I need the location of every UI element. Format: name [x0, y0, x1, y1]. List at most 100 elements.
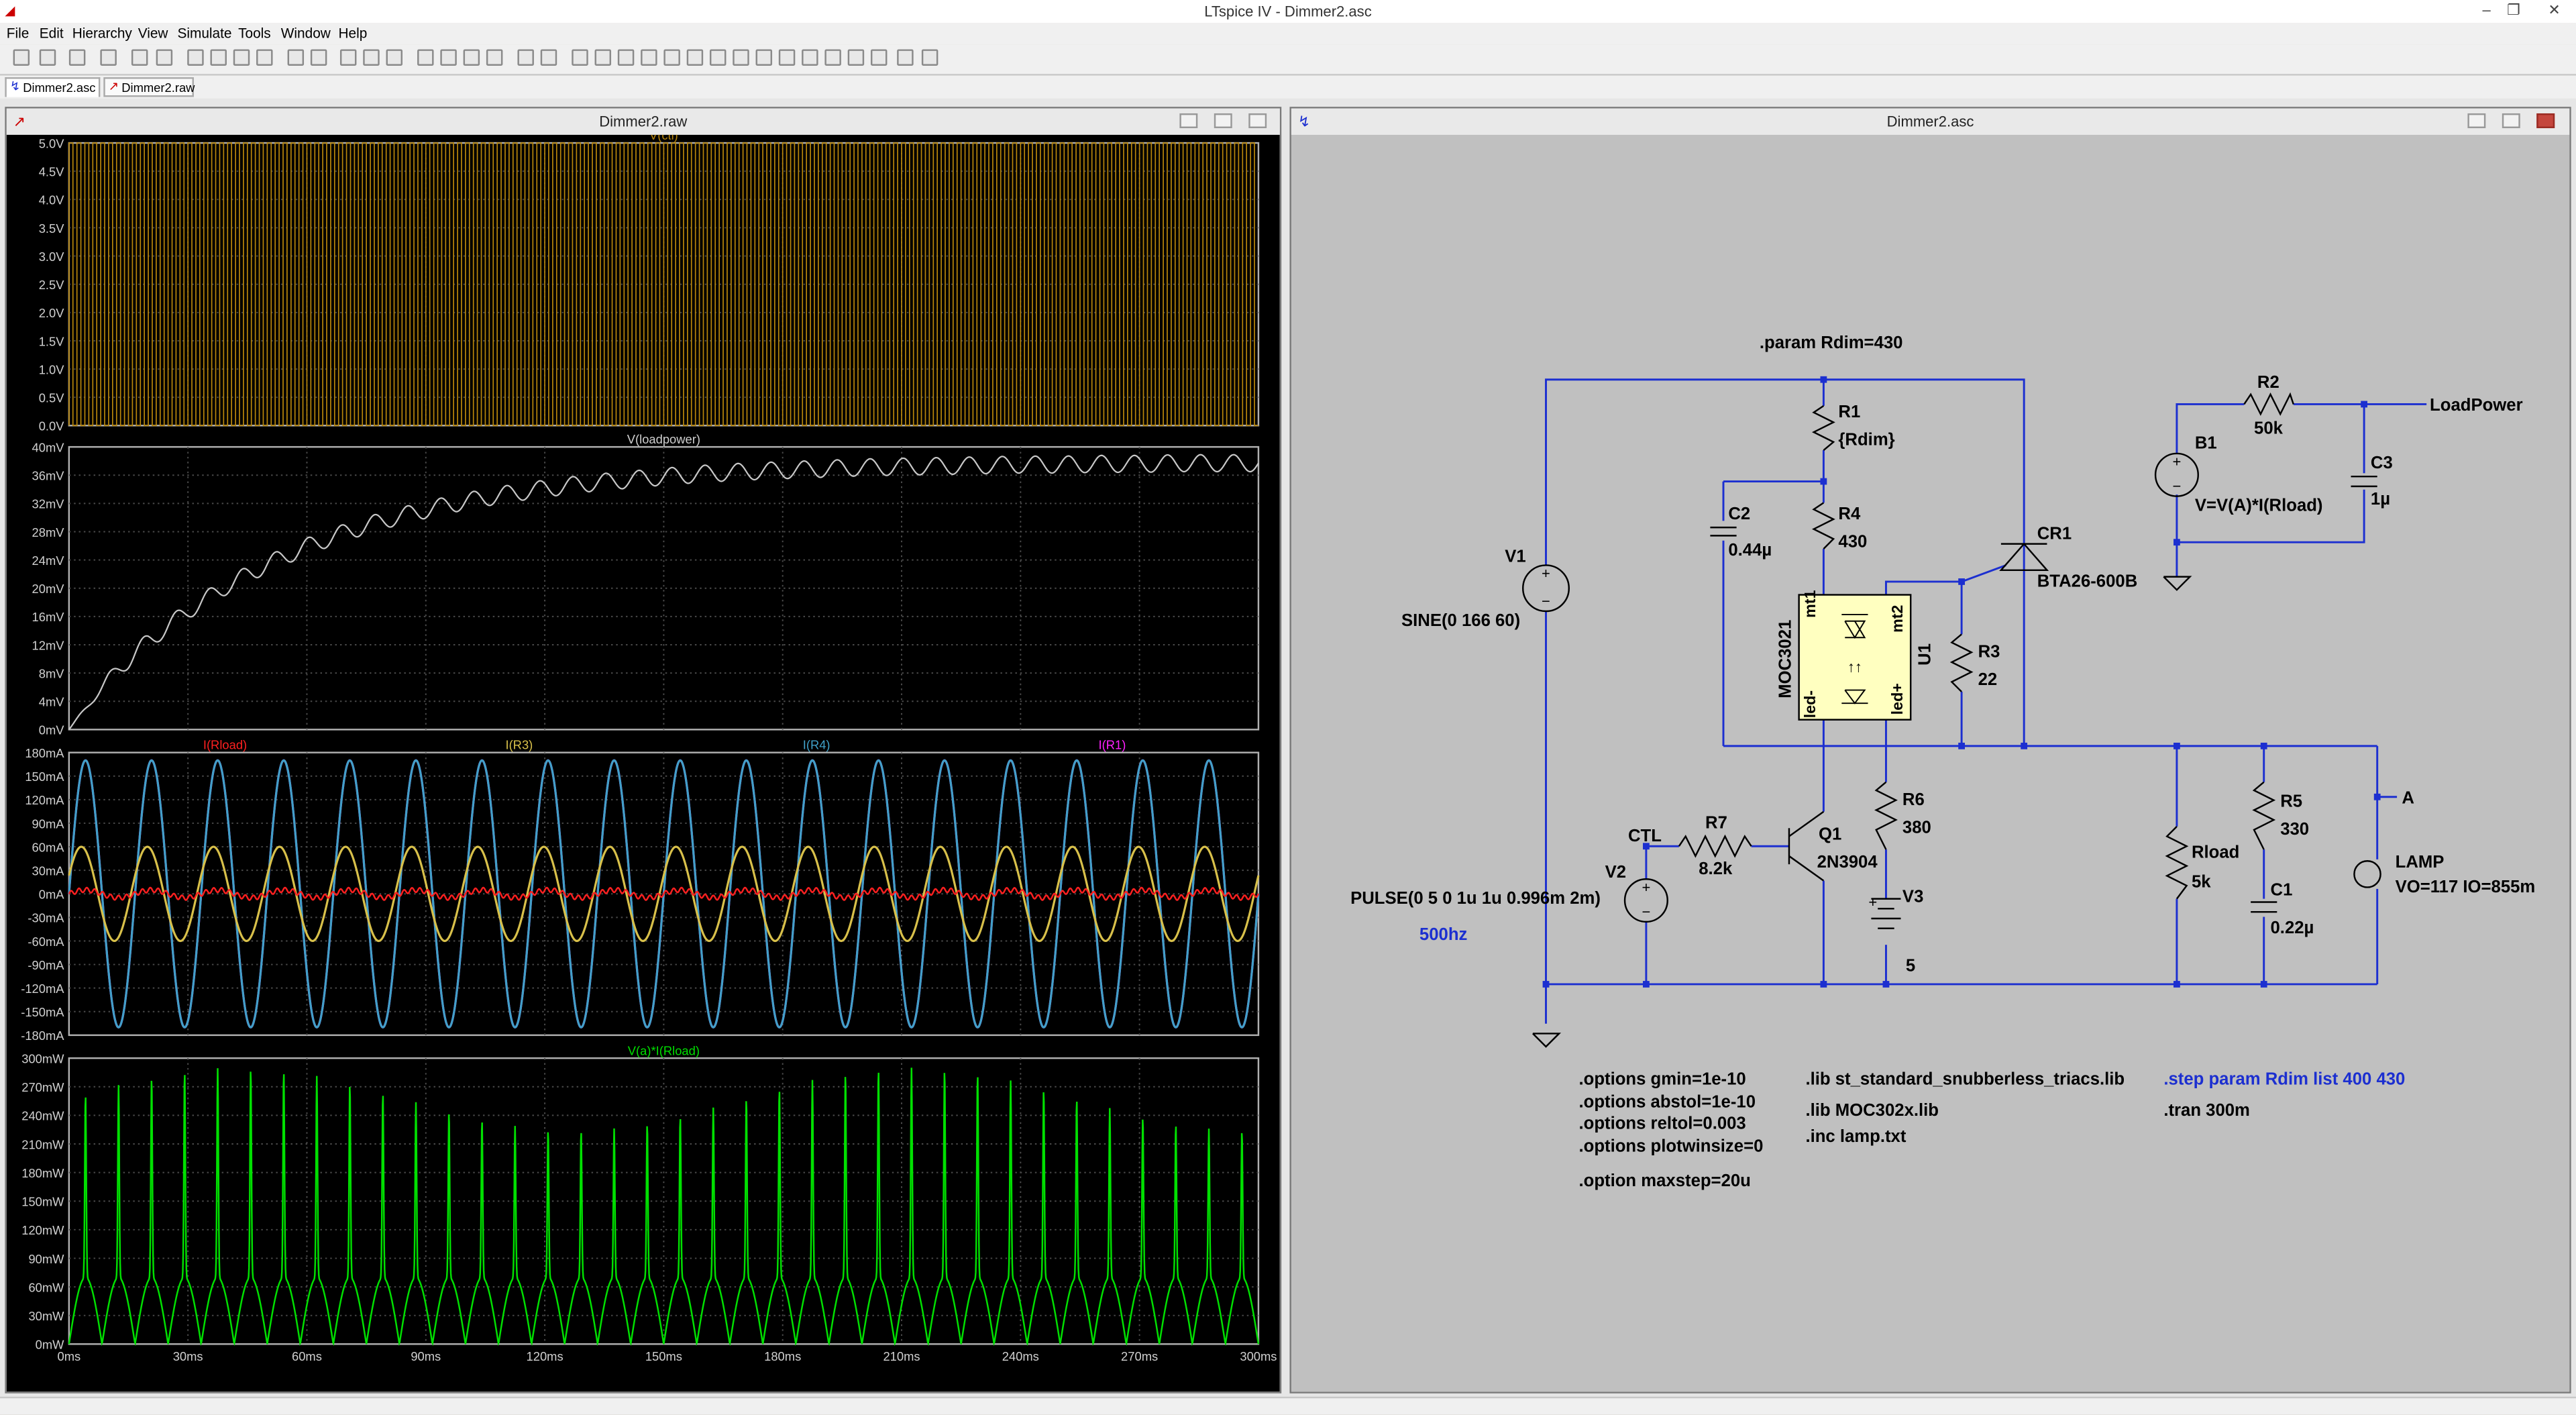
y-tick-label: 4mV: [39, 695, 65, 709]
directive-gmin: .options gmin=1e-10: [1578, 1069, 1746, 1088]
c3-name: C3: [2371, 454, 2393, 472]
v1-source-symbol: [1521, 564, 1570, 613]
pan-icon[interactable]: [210, 49, 227, 66]
c1-name: C1: [2271, 881, 2293, 900]
waveform-plot-area[interactable]: 5.0V4.5V4.0V3.5V3.0V2.5V2.0V1.5V1.0V0.5V…: [6, 134, 1280, 1392]
x-tick-label: 300ms: [1240, 1349, 1277, 1363]
menu-edit[interactable]: Edit: [39, 24, 64, 42]
menu-view[interactable]: View: [138, 24, 168, 42]
r6-value: 380: [1902, 819, 1931, 837]
waveform-minimize-button[interactable]: [1179, 113, 1198, 129]
paste-icon[interactable]: [463, 49, 480, 66]
trace-title-power: V(a)*I(Rload): [628, 1043, 700, 1057]
cascade-icon[interactable]: [386, 49, 403, 66]
y-tick-label: 0mV: [39, 723, 65, 737]
plot-pane-3: 300mW270mW240mW210mW180mW150mW120mW90mW6…: [21, 1043, 1277, 1363]
zoom-in-icon[interactable]: [187, 49, 204, 66]
v3-name: V3: [1902, 888, 1923, 906]
undo-icon[interactable]: [802, 49, 818, 66]
component-icon[interactable]: [733, 49, 749, 66]
copy-icon[interactable]: [440, 49, 457, 66]
x-tick-label: 270ms: [1121, 1349, 1158, 1363]
r4-value: 430: [1838, 533, 1867, 552]
mirror-icon[interactable]: [870, 49, 888, 66]
v3-value: 5: [1906, 956, 1915, 975]
svg-text:+: +: [1642, 879, 1650, 896]
y-tick-label: 5.0V: [39, 136, 65, 150]
minimize-icon[interactable]: –: [2482, 1, 2491, 18]
r5-name: R5: [2280, 792, 2302, 810]
waveform-maximize-button[interactable]: [1214, 113, 1232, 129]
halt-icon[interactable]: [156, 49, 173, 66]
diode-icon[interactable]: [709, 49, 727, 66]
new-schematic-icon[interactable]: [13, 49, 30, 66]
resistor-r6-symbol: [1874, 781, 1898, 850]
restore-icon[interactable]: ❐: [2507, 1, 2520, 18]
zoom-out-icon[interactable]: [233, 49, 250, 66]
print-setup-icon[interactable]: [517, 49, 534, 66]
save-icon[interactable]: [68, 49, 86, 66]
text-icon[interactable]: [897, 49, 914, 66]
menu-file[interactable]: File: [6, 24, 30, 42]
print-icon[interactable]: [540, 49, 557, 66]
label-net-icon[interactable]: [617, 49, 635, 66]
pick-visible-traces-icon[interactable]: [310, 49, 327, 66]
tile-horizontal-icon[interactable]: [339, 49, 357, 66]
autorange-icon[interactable]: [287, 49, 305, 66]
waveform-close-button[interactable]: [1248, 113, 1267, 129]
drag-icon[interactable]: [778, 49, 796, 66]
spice-directive-icon[interactable]: [921, 49, 938, 66]
tile-vertical-icon[interactable]: [363, 49, 380, 66]
cut-icon[interactable]: [417, 49, 434, 66]
q1-name: Q1: [1819, 825, 1841, 843]
capacitor-icon[interactable]: [663, 49, 680, 66]
note-500hz: 500hz: [1419, 925, 1467, 944]
param-directive: .param Rdim=430: [1760, 333, 1903, 352]
close-icon[interactable]: ✕: [2548, 1, 2561, 18]
plot-background: [6, 134, 1280, 1392]
menu-hierarchy[interactable]: Hierarchy: [72, 24, 132, 42]
run-icon[interactable]: [131, 49, 148, 66]
u1-pin-led-plus: led+: [1888, 683, 1906, 715]
u1-part: MOC3021: [1776, 620, 1794, 698]
schematic-minimize-button[interactable]: [2467, 113, 2486, 129]
y-tick-label: -150mA: [21, 1005, 64, 1019]
menu-tools[interactable]: Tools: [238, 24, 271, 42]
menu-window[interactable]: Window: [280, 24, 331, 42]
zoom-fit-icon[interactable]: [256, 49, 273, 66]
c1-value: 0.22µ: [2271, 919, 2314, 937]
find-icon[interactable]: [486, 49, 503, 66]
tab-label: Dimmer2.raw: [121, 81, 195, 96]
menu-help[interactable]: Help: [338, 24, 368, 42]
ground-icon[interactable]: [594, 49, 612, 66]
wire-icon[interactable]: [572, 49, 588, 66]
cr1-value: BTA26-600B: [2037, 572, 2138, 590]
move-icon[interactable]: [755, 49, 773, 66]
control-panel-icon[interactable]: [100, 49, 117, 66]
spice-directives[interactable]: .options gmin=1e-10 .options abstol=1e-1…: [1578, 1069, 2405, 1190]
u1-moc3021[interactable]: mt1 mt2 led- led+ ↑↑: [1798, 590, 1912, 721]
tab-dimmer2-raw[interactable]: ↗ Dimmer2.raw: [103, 77, 195, 97]
y-tick-label: 16mV: [32, 610, 65, 624]
inductor-icon[interactable]: [686, 49, 704, 66]
redo-icon[interactable]: [824, 49, 841, 66]
rload-value: 5k: [2192, 872, 2211, 891]
trace-title-ir3: I(R3): [505, 738, 533, 752]
r6-name: R6: [1902, 790, 1925, 809]
schematic-close-button[interactable]: [2536, 113, 2555, 129]
menu-simulate[interactable]: Simulate: [177, 24, 232, 42]
tab-dimmer2-asc[interactable]: ↯ Dimmer2.asc: [5, 77, 101, 97]
rotate-icon[interactable]: [847, 49, 865, 66]
open-icon[interactable]: [39, 49, 56, 66]
x-tick-label: 0ms: [58, 1349, 81, 1363]
schematic-canvas[interactable]: +− +− +− + mt1 mt2 led- led+: [1291, 134, 2570, 1392]
v2-value: PULSE(0 5 0 1u 1u 0.996m 2m): [1350, 889, 1601, 908]
x-tick-label: 240ms: [1002, 1349, 1039, 1363]
schematic-maximize-button[interactable]: [2502, 113, 2520, 129]
trace-title-ir1: I(R1): [1099, 738, 1126, 752]
resistor-icon[interactable]: [641, 49, 657, 66]
y-tick-label: 30mW: [28, 1309, 64, 1323]
v2-source-symbol: [1623, 878, 1668, 923]
lamp-value: VO=117 IO=855m: [2396, 878, 2536, 896]
